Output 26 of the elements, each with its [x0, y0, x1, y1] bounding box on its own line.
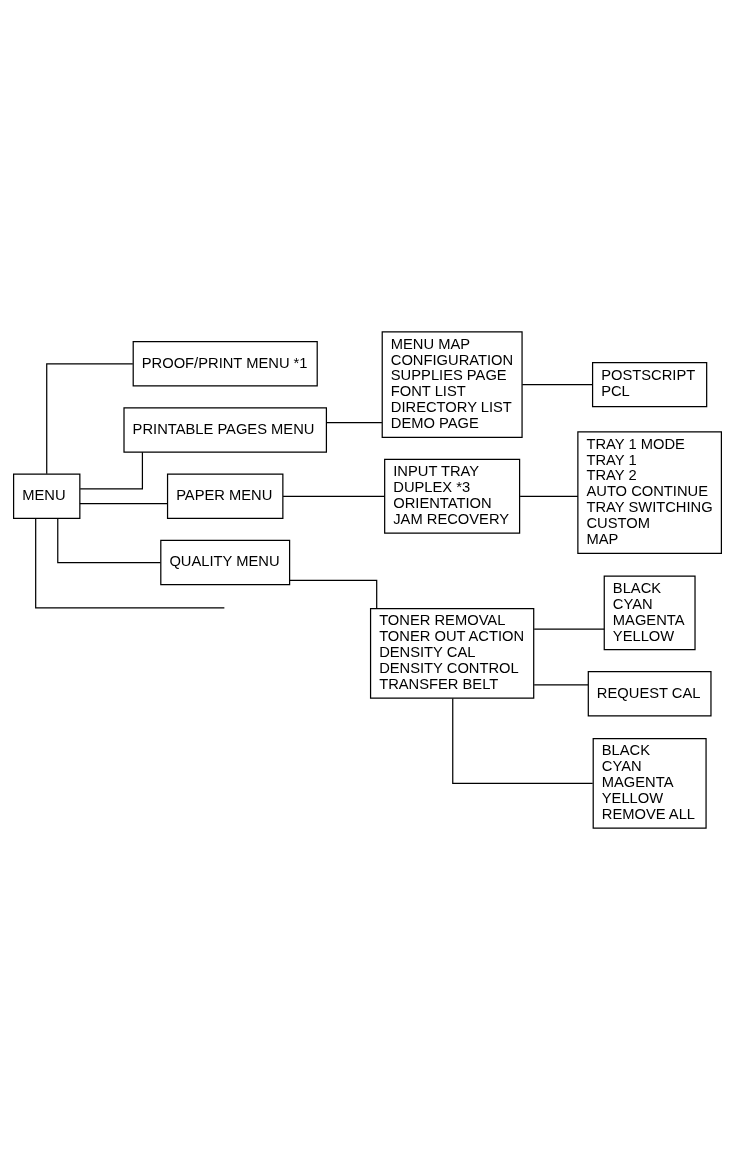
node-box: BLACK CYAN MAGENTA YELLOW [603, 575, 696, 651]
connector [79, 451, 144, 490]
connector [533, 628, 605, 630]
node-box: POSTSCRIPT PCL [591, 361, 708, 408]
node-box: PRINTABLE PAGES MENU [123, 407, 328, 453]
node-box: TRAY 1 MODE TRAY 1 TRAY 2 AUTO CONTINUE TRAY SWITCHING CUSTOM MAP [577, 431, 722, 554]
node-box: MENU [13, 473, 81, 519]
connector [533, 684, 589, 686]
node-box: BLACK CYAN MAGENTA YELLOW REMOVE ALL [592, 737, 707, 829]
connector [46, 363, 134, 475]
node-box: MENU MAP CONFIGURATION SUPPLIES PAGE FONT LIST DIRECTORY LIST DEMO PAGE [381, 331, 523, 438]
connector [289, 579, 378, 609]
node-box: REQUEST CAL [587, 671, 712, 717]
node-box: PROOF/PRINT MENU *1 [132, 341, 318, 387]
connector [57, 518, 162, 564]
connector [79, 503, 168, 505]
node-box: QUALITY MENU [160, 539, 291, 586]
connector [326, 422, 383, 424]
connector [452, 697, 594, 784]
connector [521, 384, 593, 386]
node-box: INPUT TRAY DUPLEX *3 ORIENTATION JAM RECOVERY [384, 458, 521, 534]
node-box: PAPER MENU [166, 473, 284, 519]
node-box: TONER REMOVAL TONER OUT ACTION DENSITY CAL DENSITY CONTROL TRANSFER BELT [369, 607, 535, 699]
connector [519, 495, 579, 497]
connector [35, 518, 225, 609]
connector [282, 495, 385, 497]
